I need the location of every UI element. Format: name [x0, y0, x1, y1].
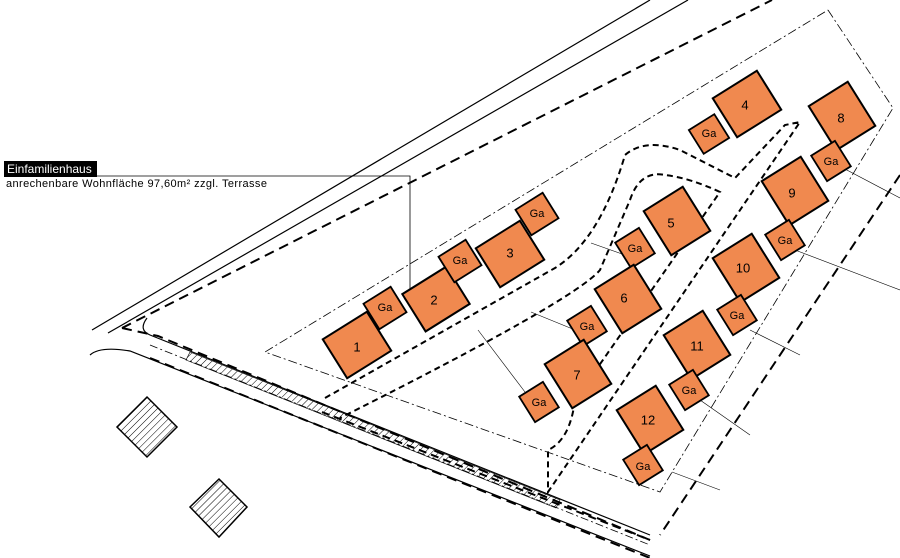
house-9-number: 9: [788, 186, 795, 201]
house-5[interactable]: 5 Ga: [613, 185, 712, 270]
house-12-number: 12: [641, 413, 655, 428]
garage-5-label: Ga: [628, 243, 644, 255]
garage-2-label: Ga: [453, 255, 469, 267]
house-8-number: 8: [837, 111, 844, 126]
house-11-number: 11: [690, 339, 704, 354]
garage-4-label: Ga: [702, 128, 718, 140]
buildings: 1 Ga 2 Ga 3 Ga 4 Ga 5 Ga: [321, 69, 877, 487]
garage-8-label: Ga: [824, 156, 840, 168]
house-7-number: 7: [573, 368, 580, 383]
info-label-title: Einfamilienhaus: [4, 161, 97, 177]
house-6-number: 6: [620, 291, 627, 306]
house-1[interactable]: 1 Ga: [321, 285, 408, 380]
house-8[interactable]: 8 Ga: [807, 80, 877, 183]
house-4-number: 4: [741, 98, 748, 113]
plot-lines: [477, 167, 900, 491]
tree-symbols: [115, 395, 249, 539]
house-6[interactable]: 6 Ga: [565, 263, 663, 348]
info-label-description: anrechenbare Wohnfläche 97,60m² zzgl. Te…: [6, 178, 268, 190]
garage-6-label: Ga: [580, 321, 596, 333]
house-4[interactable]: 4 Ga: [687, 69, 783, 156]
fence-strip: [185, 351, 561, 509]
site-boundary: [121, 0, 900, 541]
house-11[interactable]: 11 Ga: [662, 309, 732, 412]
tree-icon: [188, 477, 249, 539]
tree-icon: [115, 395, 179, 459]
garage-11-label: Ga: [682, 385, 698, 397]
garage-9-label: Ga: [778, 235, 794, 247]
house-9[interactable]: 9 Ga: [760, 155, 830, 262]
house-3-number: 3: [506, 246, 513, 261]
garage-12-label: Ga: [636, 461, 652, 473]
house-12[interactable]: 12 Ga: [615, 384, 685, 487]
house-2-number: 2: [430, 293, 437, 308]
house-2[interactable]: 2 Ga: [400, 238, 483, 333]
house-10-number: 10: [736, 261, 750, 276]
garage-7-label: Ga: [532, 397, 548, 409]
house-1-number: 1: [353, 340, 360, 355]
road-lines: [89, 0, 689, 558]
house-7[interactable]: 7 Ga: [517, 338, 613, 424]
garage-1-label: Ga: [378, 302, 394, 314]
access-roads: [324, 120, 803, 496]
house-10[interactable]: 10 Ga: [711, 232, 781, 337]
garage-3-label: Ga: [530, 208, 546, 220]
garage-10-label: Ga: [730, 310, 746, 322]
house-5-number: 5: [667, 216, 674, 231]
house-3[interactable]: 3 Ga: [474, 191, 560, 289]
